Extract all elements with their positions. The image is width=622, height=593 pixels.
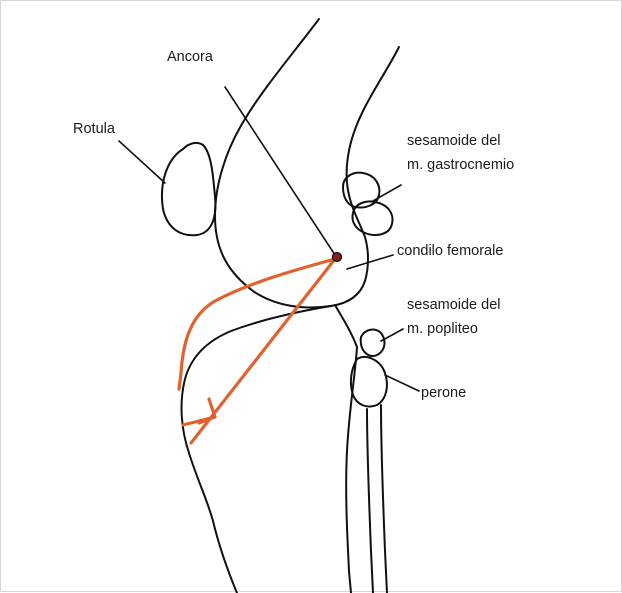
perone-pointer <box>385 375 419 391</box>
label-rotula: Rotula <box>73 121 116 137</box>
gastrocnemio-pointer <box>373 185 401 201</box>
ancora-pointer <box>225 87 335 255</box>
rotula-pointer <box>119 141 165 183</box>
label-sesamoide-gastro-line1: sesamoide del <box>407 133 501 149</box>
label-condilo-femorale: condilo femorale <box>397 243 503 259</box>
anchor-point <box>333 253 342 262</box>
femur-posterior-outline <box>347 47 399 281</box>
popliteus-sesamoid <box>361 330 385 357</box>
ligament-arrow-head <box>183 399 215 425</box>
label-perone: perone <box>421 385 466 401</box>
femur-anterior-outline <box>215 19 365 307</box>
ligament-straight <box>191 259 335 443</box>
label-sesamoide-gastro-line2: m. gastrocnemio <box>407 157 514 173</box>
popliteo-pointer <box>381 329 403 341</box>
patella-shape <box>162 143 215 235</box>
condilo-pointer <box>347 255 393 269</box>
tibia-anterior-outline <box>182 306 331 593</box>
ligament-curved <box>179 259 335 389</box>
fibula-shaft <box>367 409 373 593</box>
fibula-shaft-rear <box>381 405 387 593</box>
label-sesamoide-popliteo-line2: m. popliteo <box>407 321 478 337</box>
tibia-posterior-outline <box>335 305 357 593</box>
label-ancora: Ancora <box>167 49 214 65</box>
label-sesamoide-popliteo-line1: sesamoide del <box>407 297 501 313</box>
